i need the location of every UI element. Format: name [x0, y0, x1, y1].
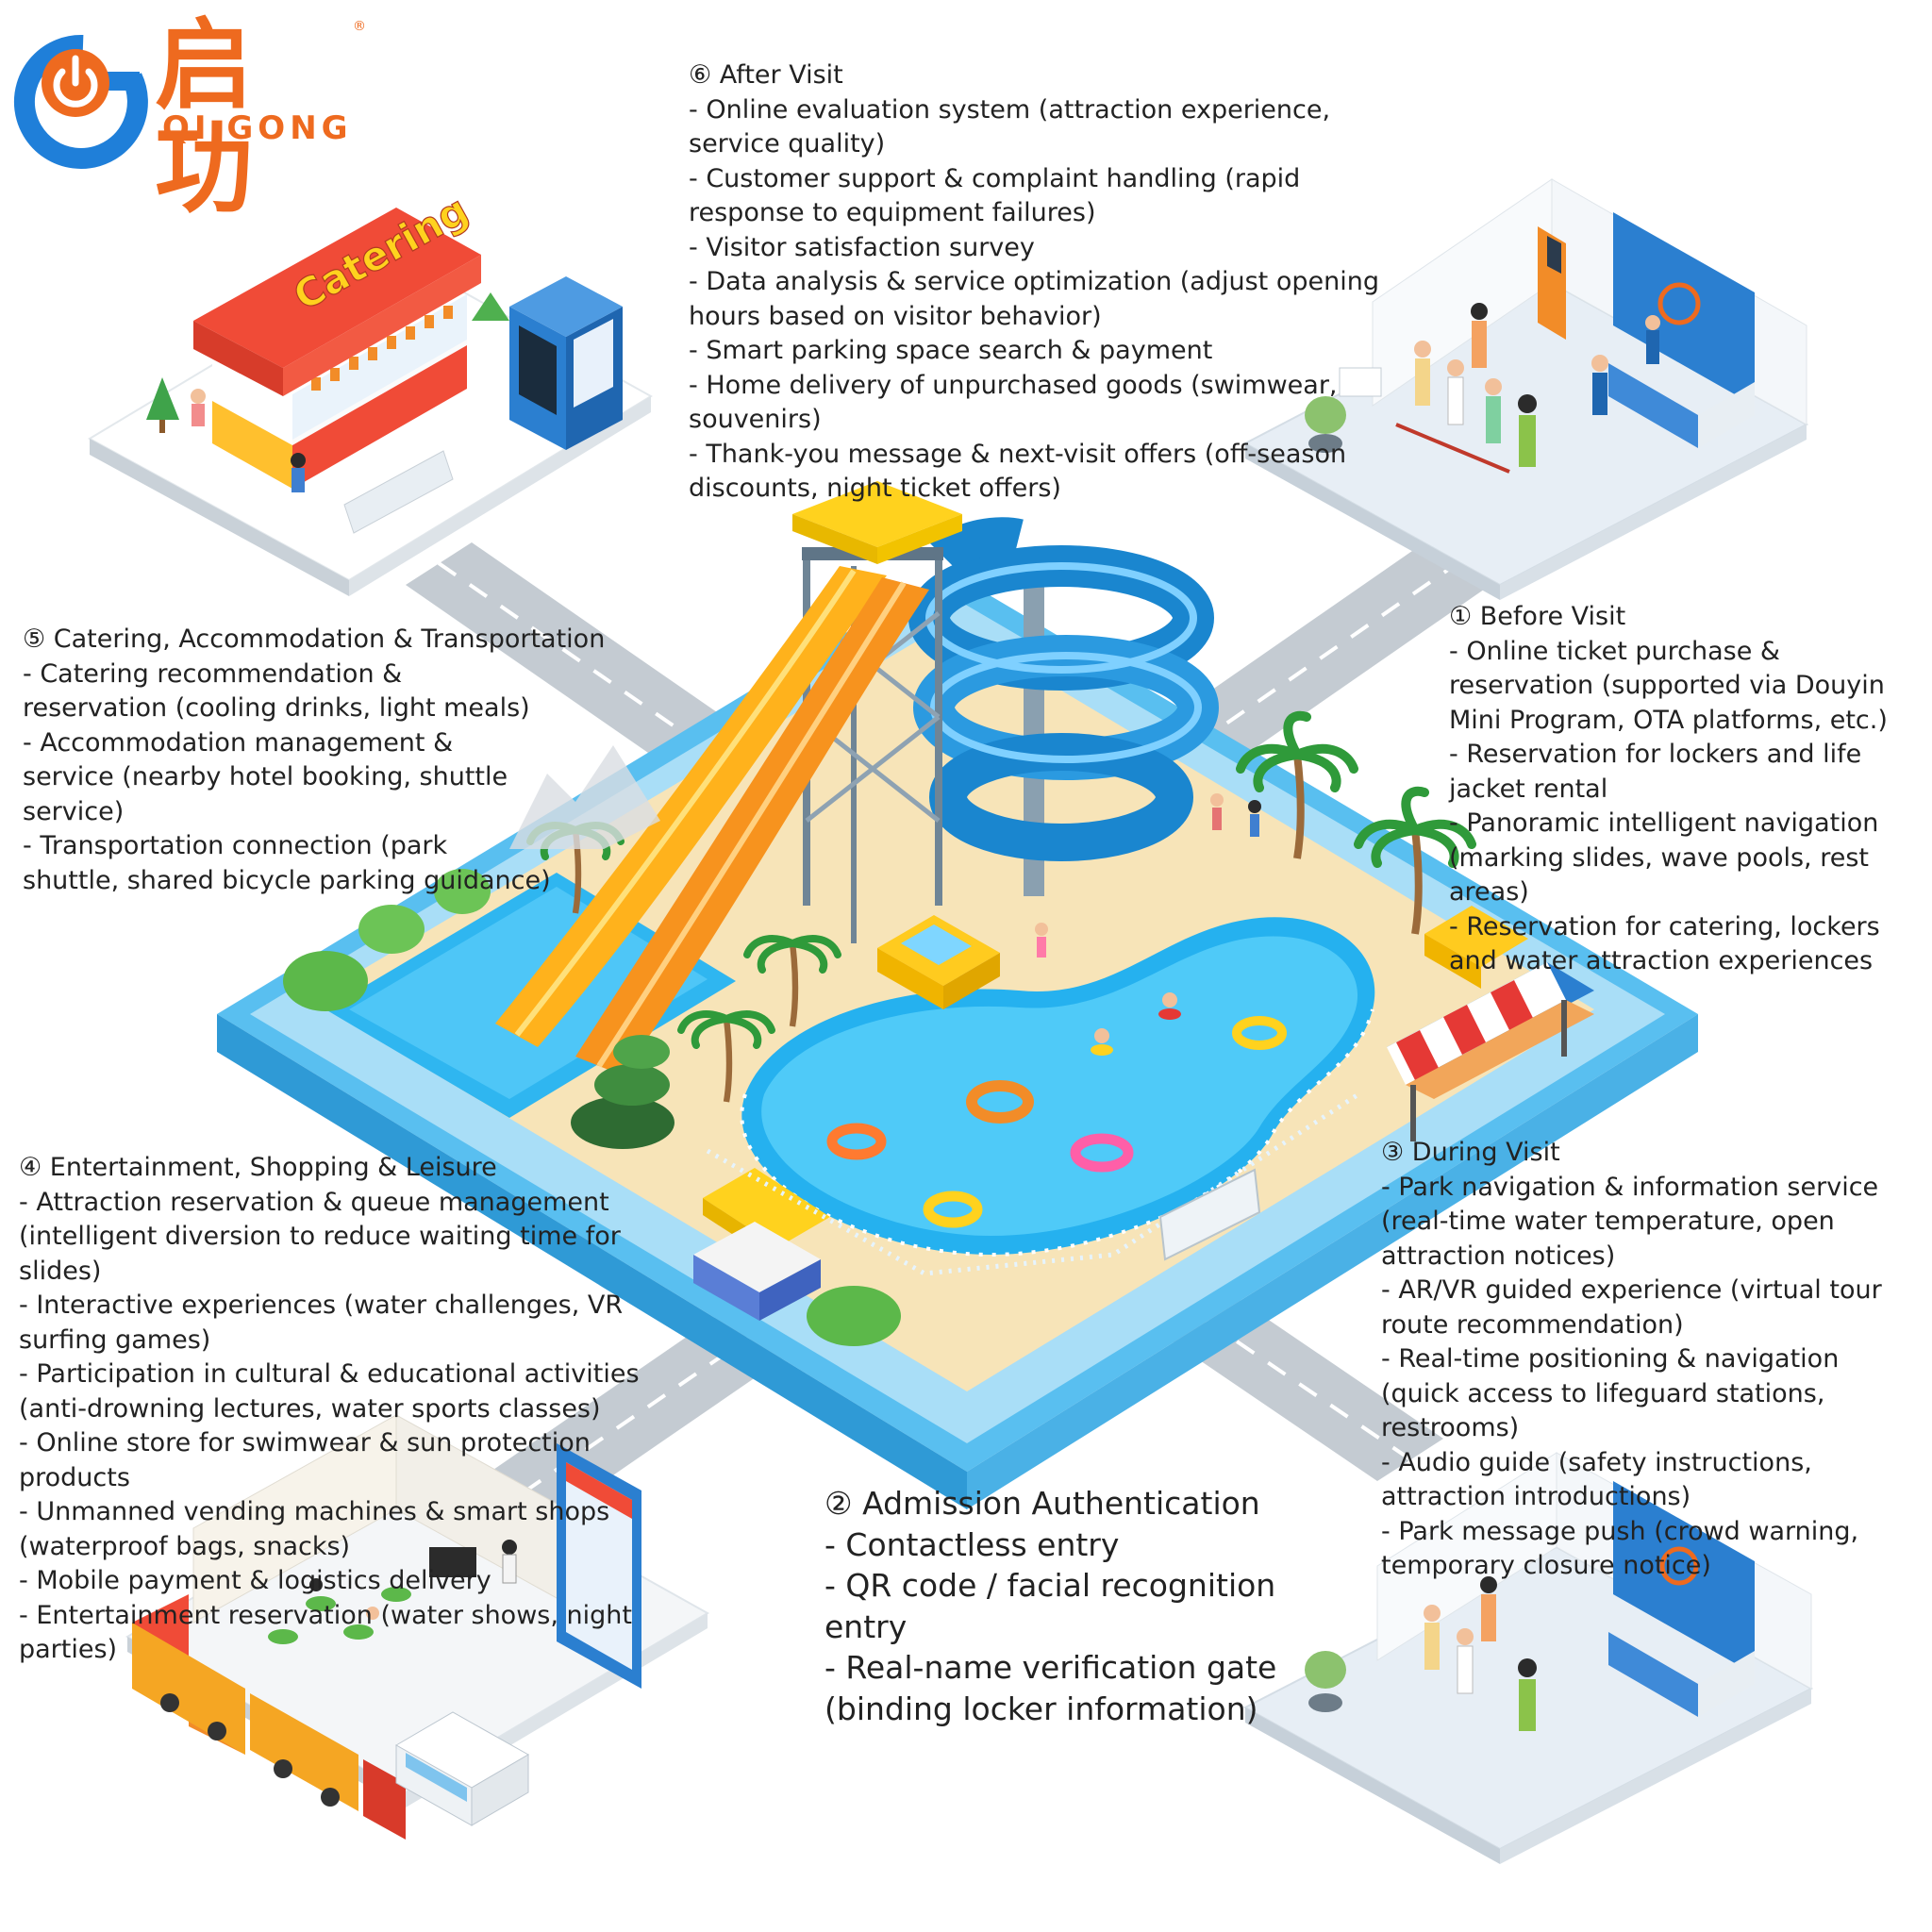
admission-section: ② Admission Authentication - Contactless…: [824, 1483, 1353, 1729]
after-visit-line: - Home delivery of unpurchased goods (sw…: [689, 370, 1338, 435]
entertainment-line: - Mobile payment & logistics delivery: [19, 1566, 491, 1595]
before-visit-title: ① Before Visit: [1449, 602, 1626, 631]
queue-people-top: [1305, 303, 1537, 474]
brand-logo: 启功 ® QI GONG: [13, 13, 366, 221]
catering-corner: Catering: [87, 186, 653, 596]
market-stall: [1387, 962, 1594, 1141]
catering-line: - Catering recommendation & reservation …: [23, 658, 530, 724]
after-visit-line: - Data analysis & service optimization (…: [689, 267, 1379, 331]
after-visit-line: - Online evaluation system (attraction e…: [689, 94, 1331, 159]
power-icon-bottom: [1659, 1546, 1699, 1586]
straight-slide: [495, 566, 929, 1075]
mountains: [509, 745, 660, 849]
ticket-office-bottom: [1242, 1452, 1814, 1864]
entertainment-title: ④ Entertainment, Shopping & Leisure: [19, 1153, 497, 1182]
registered-mark: ®: [353, 19, 366, 34]
shuttle-bus: [394, 1711, 530, 1826]
entertainment-corner: [125, 1414, 710, 1840]
brand-name-cn: 启功: [155, 8, 258, 226]
before-visit-line: - Panoramic intelligent navigation (mark…: [1449, 808, 1879, 907]
power-icon: [1657, 282, 1701, 325]
during-visit-line: - Audio guide (safety instructions, attr…: [1381, 1447, 1812, 1512]
after-visit-line: - Thank-you message & next-visit offers …: [689, 439, 1347, 504]
during-visit-line: - Real-time positioning & navigation (qu…: [1381, 1344, 1840, 1442]
during-visit-section: ③ During Visit - Park navigation & infor…: [1381, 1136, 1923, 1584]
swim-rings: [826, 1016, 1287, 1228]
during-visit-line: - Park navigation & information service …: [1381, 1172, 1879, 1271]
before-visit-line: - Reservation for lockers and life jacke…: [1449, 740, 1862, 804]
after-visit-title: ⑥ After Visit: [689, 60, 843, 90]
entertainment-line: - Participation in cultural & educationa…: [19, 1359, 640, 1424]
during-visit-title: ③ During Visit: [1381, 1138, 1560, 1167]
bushes: [283, 869, 901, 1346]
before-visit-line: - Online ticket purchase & reservation (…: [1449, 636, 1888, 735]
admission-line: - QR code / facial recognition entry: [824, 1567, 1276, 1645]
yellow-car: [877, 915, 1000, 1009]
after-visit-section: ⑥ After Visit - Online evaluation system…: [689, 58, 1406, 507]
admission-line: - Contactless entry: [824, 1525, 1120, 1563]
catering-line: - Accommodation management & service (ne…: [23, 727, 508, 826]
during-visit-line: - Park message push (crowd warning, temp…: [1381, 1516, 1859, 1581]
entertainment-line: - Attraction reservation & queue managem…: [19, 1187, 621, 1286]
after-visit-line: - Visitor satisfaction survey: [689, 232, 1035, 262]
road-northeast: [1132, 542, 1491, 788]
catering-line: - Transportation connection (park shuttl…: [23, 831, 551, 895]
entertainment-line: - Entertainment reservation (water shows…: [19, 1600, 632, 1665]
brand-name-en: QI GONG: [162, 109, 353, 147]
yellow-car-right: [1424, 906, 1528, 989]
snack-stand: [693, 1168, 830, 1321]
before-visit-section: ① Before Visit - Online ticket purchase …: [1449, 600, 1921, 979]
catering-section: ⑤ Catering, Accommodation & Transportati…: [23, 623, 606, 898]
info-board: [1158, 1168, 1261, 1261]
after-visit-line: - Smart parking space search & payment: [689, 336, 1213, 365]
before-visit-line: - Reservation for catering, lockers and …: [1449, 911, 1880, 976]
during-visit-line: - AR/VR guided experience (virtual tour …: [1381, 1275, 1882, 1340]
swimmers: [1035, 793, 1261, 1056]
entertainment-line: - Unmanned vending machines & smart shop…: [19, 1497, 610, 1561]
pool-railing: [706, 1091, 1360, 1276]
admission-line: - Real-name verification gate (binding l…: [824, 1649, 1277, 1727]
train: [132, 1594, 406, 1840]
brand-logo-mark: [13, 34, 148, 169]
entertainment-line: - Online store for swimwear & sun protec…: [19, 1428, 591, 1492]
entertainment-section: ④ Entertainment, Shopping & Leisure - At…: [19, 1151, 679, 1668]
catering-roof: [193, 208, 481, 368]
admission-title: ② Admission Authentication: [824, 1485, 1260, 1522]
phone-awning: [566, 1462, 632, 1519]
catering-title: ⑤ Catering, Accommodation & Transportati…: [23, 625, 606, 654]
after-visit-line: - Customer support & complaint handling …: [689, 163, 1301, 228]
entertainment-line: - Interactive experiences (water challen…: [19, 1291, 624, 1355]
